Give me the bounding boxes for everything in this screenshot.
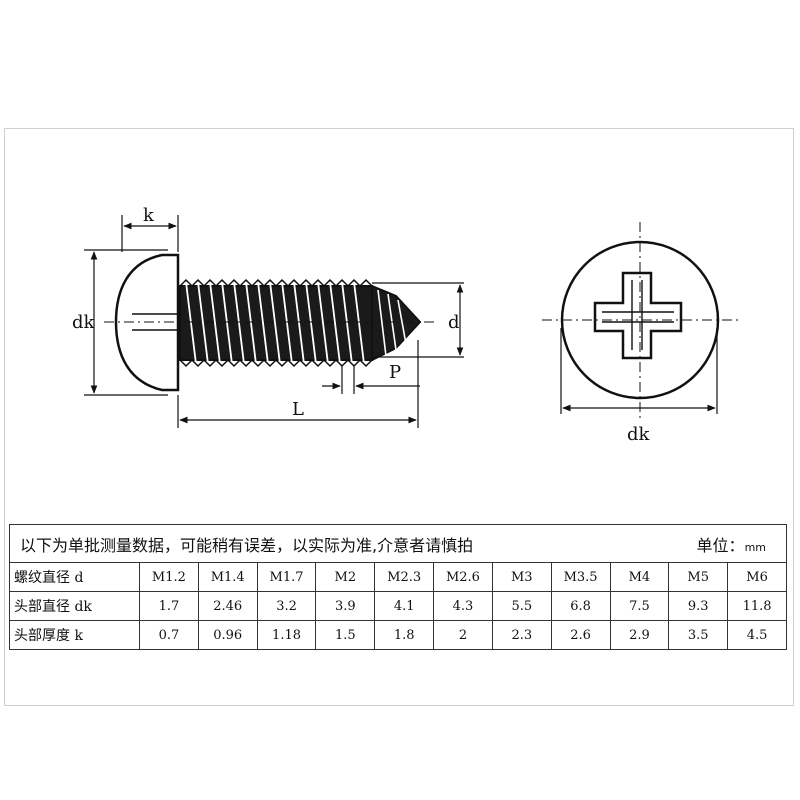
table-cell: 9.3 xyxy=(668,591,729,621)
row-header: 头部直径 dk xyxy=(9,591,140,621)
table-cell: M1.4 xyxy=(197,562,258,592)
table-cell: M2 xyxy=(315,562,376,592)
table-cell: M3 xyxy=(491,562,552,592)
unit-label: 单位： xyxy=(696,535,745,555)
table-cell: 0.7 xyxy=(139,620,199,650)
table-cell: M1.2 xyxy=(139,562,199,592)
table-note-row: 以下为单批测量数据，可能稍有误差，以实际为准,介意者请慎拍 单位：mm xyxy=(9,524,787,563)
table-cell: 1.18 xyxy=(256,620,317,650)
table-cell: 4.1 xyxy=(374,591,435,621)
screw-technical-drawing: k dk d P L dk xyxy=(72,205,738,445)
table-cell: 0.96 xyxy=(197,620,258,650)
table-cell: 11.8 xyxy=(727,591,787,621)
label-dk-top: dk xyxy=(627,424,651,445)
unit-value: mm xyxy=(744,540,766,554)
table-cell: 1.7 xyxy=(139,591,199,621)
label-p: P xyxy=(389,362,401,383)
phillips-cross-icon xyxy=(593,271,683,360)
table-cell: 5.5 xyxy=(491,591,552,621)
content-frame xyxy=(4,128,794,706)
table-cell: 2 xyxy=(433,620,493,650)
table-cell: M5 xyxy=(668,562,729,592)
table-cell: 2.3 xyxy=(491,620,552,650)
table-cell: 3.9 xyxy=(315,591,376,621)
table-cell: M3.5 xyxy=(550,562,611,592)
table-note-cell: 以下为单批测量数据，可能稍有误差，以实际为准,介意者请慎拍 单位：mm xyxy=(9,524,787,563)
table-cell: 3.5 xyxy=(668,620,729,650)
table-row-thread-diameter: 螺纹直径 d M1.2 M1.4 M1.7 M2 M2.3 M2.6 M3 M3… xyxy=(9,562,787,592)
label-k: k xyxy=(143,205,155,226)
label-l: L xyxy=(292,399,304,420)
screw-top-view xyxy=(542,222,738,418)
specification-table: 以下为单批测量数据，可能稍有误差，以实际为准,介意者请慎拍 单位：mm 螺纹直径… xyxy=(9,524,787,650)
label-dk-side: dk xyxy=(72,312,96,333)
table-cell: M6 xyxy=(727,562,787,592)
dimension-dk-side xyxy=(84,249,168,396)
table-cell: M4 xyxy=(609,562,670,592)
table-cell: 3.2 xyxy=(256,591,317,621)
table-cell: 2.6 xyxy=(550,620,611,650)
table-cell: M2.6 xyxy=(433,562,493,592)
dimension-p xyxy=(322,366,420,394)
dimension-k xyxy=(121,215,179,252)
table-row-head-thickness: 头部厚度 k 0.7 0.96 1.18 1.5 1.8 2 2.3 2.6 2… xyxy=(9,620,787,650)
table-cell: 1.8 xyxy=(374,620,435,650)
row-header: 头部厚度 k xyxy=(9,620,140,650)
screw-side-view xyxy=(104,253,438,392)
table-cell: M2.3 xyxy=(374,562,435,592)
unit-label-group: 单位：mm xyxy=(697,532,786,556)
dimension-l xyxy=(177,340,419,428)
label-d: d xyxy=(448,312,460,333)
table-cell: 7.5 xyxy=(609,591,670,621)
table-cell: 4.5 xyxy=(727,620,787,650)
table-cell: 2.46 xyxy=(197,591,258,621)
table-cell: 6.8 xyxy=(550,591,611,621)
table-cell: 4.3 xyxy=(433,591,493,621)
table-cell: M1.7 xyxy=(256,562,317,592)
screw-thread-lines xyxy=(185,281,365,365)
table-cell: 1.5 xyxy=(315,620,376,650)
table-cell: 2.9 xyxy=(609,620,670,650)
row-header: 螺纹直径 d xyxy=(9,562,140,592)
dimension-dk-top xyxy=(560,328,718,414)
table-note: 以下为单批测量数据，可能稍有误差，以实际为准,介意者请慎拍 xyxy=(20,535,474,555)
table-row-head-diameter: 头部直径 dk 1.7 2.46 3.2 3.9 4.1 4.3 5.5 6.8… xyxy=(9,591,787,621)
